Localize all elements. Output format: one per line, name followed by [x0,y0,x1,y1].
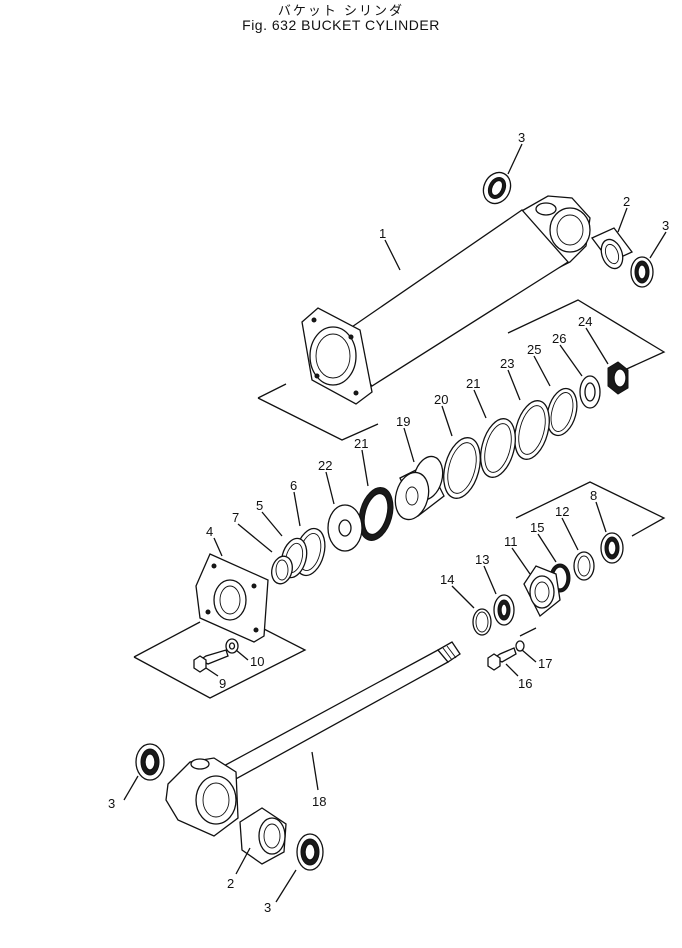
bushing-top [590,227,634,270]
callout-24: 24 [578,314,592,329]
snap-ring-rod-end [472,608,492,636]
callout-3: 3 [518,130,525,145]
seal-rod-end [493,594,515,626]
group-bracket-head [133,621,307,699]
piston [394,455,445,521]
callout-11: 11 [504,534,518,549]
backup-ring-left [358,487,394,541]
piston-ring [443,437,481,499]
callout-9: 9 [219,676,226,691]
dust-seal-rod-end [600,532,624,564]
piston-rod [165,641,461,837]
dust-seal-top [482,171,512,205]
nut [607,361,629,395]
bushing-bottom [239,807,287,865]
dust-seal-left [135,743,165,781]
callout-3: 3 [662,218,669,233]
callout-labels: 3 1 2 3 24 26 25 23 21 20 19 21 22 6 5 7… [108,130,669,915]
group-bracket-rod-end [515,481,666,637]
callout-2: 2 [227,876,234,891]
cushion-ring [327,504,363,552]
callout-19: 19 [396,414,410,429]
callout-18: 18 [312,794,326,809]
callout-16: 16 [518,676,532,691]
callout-25: 25 [527,342,541,357]
figure-title: Fig. 632 BUCKET CYLINDER [242,17,440,33]
dust-seal-right [630,256,654,288]
figure-title-japanese: バケット シリンダ [277,4,405,19]
rod-bushing [573,551,595,581]
lock-washer-head [225,638,239,654]
callout-8: 8 [590,488,597,503]
callout-3: 3 [108,796,115,811]
callout-13: 13 [475,552,489,567]
callout-10: 10 [250,654,264,669]
bushing-head [271,555,293,585]
dust-seal-bottom [296,833,324,871]
washer [579,375,601,409]
bolt-head [193,649,229,673]
callout-15: 15 [530,520,544,535]
wear-ring [514,400,550,460]
callout-20: 20 [434,392,448,407]
bolt-rod-end [487,647,517,671]
callout-22: 22 [318,458,332,473]
callout-4: 4 [206,524,213,539]
retainer [523,565,561,618]
callout-23: 23 [500,356,514,371]
callout-2: 2 [623,194,630,209]
backup-ring-right [480,418,516,478]
callout-5: 5 [256,498,263,513]
callout-26: 26 [552,331,566,346]
callout-14: 14 [440,572,454,587]
callout-12: 12 [555,504,569,519]
group-bracket-piston [257,299,666,441]
cylinder-tube [301,195,591,405]
callout-1: 1 [379,226,386,241]
callout-21: 21 [466,376,480,391]
leader-lines [123,143,667,903]
callout-3: 3 [264,900,271,915]
callout-7: 7 [232,510,239,525]
callout-6: 6 [290,478,297,493]
snap-ring [546,387,578,437]
cylinder-head [195,553,269,643]
callout-21: 21 [354,436,368,451]
callout-17: 17 [538,656,552,671]
lock-washer-rod-end [515,640,525,652]
